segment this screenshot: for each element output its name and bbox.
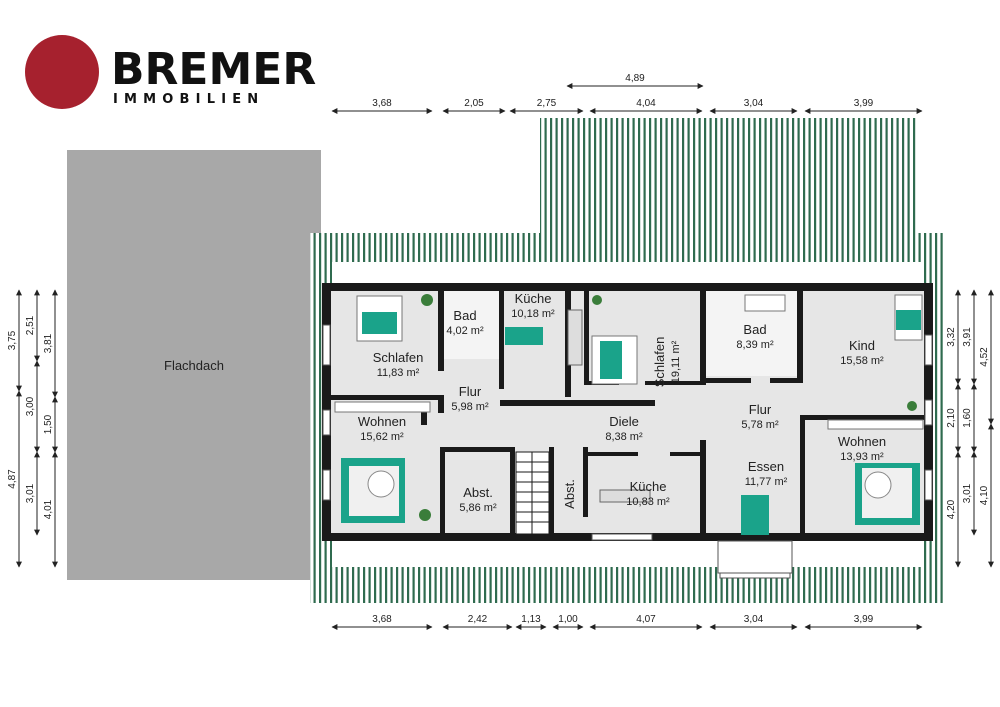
dim-bottom-5-label: 3,04 bbox=[744, 614, 764, 625]
room-kueche-top-area: 10,18 m² bbox=[511, 308, 555, 320]
room-kueche-bottom-area: 10,83 m² bbox=[626, 496, 670, 508]
logo-circle bbox=[25, 35, 99, 109]
room-wohnen-left-area: 15,62 m² bbox=[360, 431, 404, 443]
dim-top-1-label: 2,05 bbox=[464, 98, 484, 109]
bathtub-icon bbox=[744, 294, 786, 312]
room-wohnen-right-name: Wohnen bbox=[838, 434, 886, 449]
dim-bottom-4-label: 4,07 bbox=[636, 614, 656, 625]
room-diele-name: Diele bbox=[609, 414, 639, 429]
dim-left-inner-0-label: 3,81 bbox=[43, 333, 54, 353]
dim-left-mid-1-label: 3,00 bbox=[25, 396, 36, 416]
plant-icon bbox=[421, 294, 433, 306]
windows bbox=[322, 324, 933, 579]
room-kueche-top-name: Küche bbox=[515, 291, 552, 306]
dim-bottom-3-label: 1,00 bbox=[558, 614, 578, 625]
dim-right-outer-1-label: 4,10 bbox=[979, 485, 990, 505]
room-diele-area: 8,38 m² bbox=[605, 431, 643, 443]
table-icon bbox=[864, 471, 892, 499]
dining-table-icon bbox=[741, 495, 769, 535]
room-abst-left-area: 5,86 m² bbox=[459, 502, 497, 514]
dim-left-outer-0-label: 3,75 bbox=[7, 330, 18, 350]
room-abst-mid-name: Abst. bbox=[562, 479, 577, 509]
room-labels: Schlafen 11,83 m² Bad 4,02 m² Küche 10,1… bbox=[358, 291, 886, 514]
room-kind-name: Kind bbox=[849, 338, 875, 353]
dim-top-4-label: 3,04 bbox=[744, 98, 764, 109]
dimension-lines: 4,89 3,68 2,05 2,75 4,04 3,04 3,99 3,68 2,42 1,13… bbox=[7, 73, 994, 630]
table-icon bbox=[367, 470, 395, 498]
dim-top-2-label: 2,75 bbox=[537, 98, 557, 109]
dim-bottom-0-label: 3,68 bbox=[372, 614, 392, 625]
room-bad-right-area: 8,39 m² bbox=[736, 339, 774, 351]
dim-bottom-2-label: 1,13 bbox=[521, 614, 541, 625]
room-flur-right-area: 5,78 m² bbox=[741, 419, 779, 431]
plant-icon bbox=[419, 509, 431, 521]
room-bad-left-area: 4,02 m² bbox=[446, 325, 484, 337]
room-kind-area: 15,58 m² bbox=[840, 355, 884, 367]
room-schlafen-mid-area: 19,11 m² bbox=[670, 340, 682, 383]
room-bad-right-name: Bad bbox=[743, 322, 766, 337]
furniture bbox=[334, 294, 924, 535]
flat-roof-label: Flachdach bbox=[164, 358, 224, 373]
brand-name: BREMER bbox=[111, 44, 316, 95]
dim-left-inner-1-label: 1,50 bbox=[43, 414, 54, 434]
flat-roof bbox=[67, 150, 321, 580]
dim-right-mid-2-label: 3,01 bbox=[962, 483, 973, 503]
room-flur-right-name: Flur bbox=[749, 402, 772, 417]
staircase bbox=[515, 451, 550, 535]
dim-right-mid-0-label: 3,91 bbox=[962, 327, 973, 347]
dim-left-outer-1-label: 4,87 bbox=[7, 469, 18, 489]
dim-top-over-label: 4,89 bbox=[625, 73, 645, 84]
room-wohnen-right-area: 13,93 m² bbox=[840, 451, 884, 463]
dim-top-0-label: 3,68 bbox=[372, 98, 392, 109]
room-flur-left-name: Flur bbox=[459, 384, 482, 399]
dim-right-mid-1-label: 1,60 bbox=[962, 408, 973, 428]
room-essen-area: 11,77 m² bbox=[745, 476, 788, 488]
plant-icon bbox=[592, 295, 602, 305]
room-abst-left-name: Abst. bbox=[463, 485, 493, 500]
room-essen-name: Essen bbox=[748, 459, 784, 474]
room-wohnen-left-name: Wohnen bbox=[358, 414, 406, 429]
plant-icon bbox=[907, 401, 917, 411]
dim-bottom-6-label: 3,99 bbox=[854, 614, 874, 625]
kitchen-counter-icon bbox=[505, 327, 543, 345]
dim-right-inner-0-label: 3,32 bbox=[946, 327, 957, 347]
dim-top-3-label: 4,04 bbox=[636, 98, 656, 109]
brand-subtitle: IMMOBILIEN bbox=[113, 92, 264, 107]
room-kueche-bottom-name: Küche bbox=[630, 479, 667, 494]
brand-logo: BREMER IMMOBILIEN bbox=[25, 35, 316, 109]
dim-right-inner-2-label: 4,20 bbox=[946, 499, 957, 519]
dim-left-inner-2-label: 4,01 bbox=[43, 499, 54, 519]
room-schlafen-left-area: 11,83 m² bbox=[377, 367, 420, 379]
dim-right-outer-0-label: 4,52 bbox=[979, 347, 990, 367]
room-flur-left-area: 5,98 m² bbox=[451, 401, 489, 413]
dim-left-mid-0-label: 2,51 bbox=[25, 315, 36, 335]
room-schlafen-left-name: Schlafen bbox=[373, 350, 424, 365]
dim-right-inner-1-label: 2,10 bbox=[946, 408, 957, 428]
room-schlafen-mid-name: Schlafen bbox=[652, 337, 667, 388]
dim-bottom-1-label: 2,42 bbox=[468, 614, 488, 625]
room-bad-left-name: Bad bbox=[453, 308, 476, 323]
dim-left-mid-2-label: 3,01 bbox=[25, 483, 36, 503]
dim-top-5-label: 3,99 bbox=[854, 98, 874, 109]
